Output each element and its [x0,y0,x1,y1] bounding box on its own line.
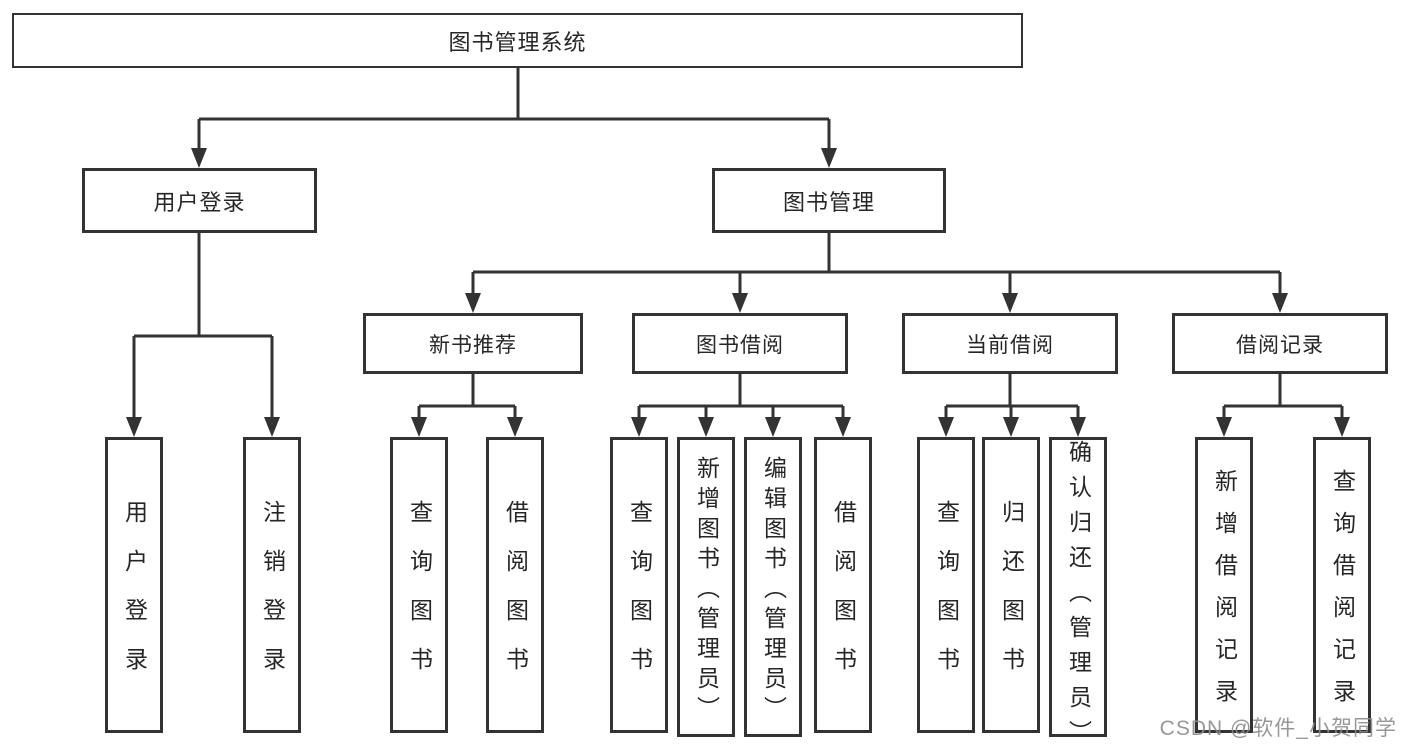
leaf-query-books-recommend: 查询图书 [390,437,448,733]
leaf-logout-label: 注销登录 [259,500,286,696]
node-book-management: 图书管理 [712,168,946,233]
node-borrow-records-label: 借阅记录 [1236,333,1324,357]
leaf-add-borrow-record: 新增借阅记录 [1195,437,1253,733]
leaf-confirm-return-admin-label: 确认归还（管理员） [1065,440,1092,747]
node-user-login: 用户登录 [82,168,317,233]
leaf-query-books-current: 查询图书 [917,437,975,733]
node-current-borrow-label: 当前借阅 [966,333,1054,357]
leaf-query-books-current-label: 查询图书 [933,500,960,696]
leaf-edit-books-admin-label: 编辑图书（管理员） [760,455,787,726]
leaf-return-books-label: 归还图书 [998,500,1025,696]
node-root: 图书管理系统 [12,13,1023,68]
node-root-label: 图书管理系统 [448,29,587,55]
leaf-query-books-recommend-label: 查询图书 [406,500,433,696]
node-book-borrow: 图书借阅 [632,313,848,374]
leaf-return-books: 归还图书 [982,437,1040,733]
leaf-borrow-books-recommend-label: 借阅图书 [502,500,529,696]
node-new-book-recommend: 新书推荐 [363,313,583,374]
node-book-management-label: 图书管理 [782,189,875,215]
watermark: CSDN @软件_小贺同学 [1159,717,1397,740]
node-current-borrow: 当前借阅 [902,313,1118,374]
leaf-logout: 注销登录 [243,437,301,733]
node-book-borrow-label: 图书借阅 [696,333,784,357]
leaf-confirm-return-admin: 确认归还（管理员） [1049,437,1107,747]
leaf-user-login-label: 用户登录 [121,500,148,696]
leaf-query-borrow-record-label: 查询借阅记录 [1329,468,1356,721]
leaf-query-books-borrow: 查询图书 [610,437,668,733]
leaf-borrow-books-label: 借阅图书 [830,500,857,696]
node-borrow-records: 借阅记录 [1172,313,1388,374]
leaf-add-books-admin-label: 新增图书（管理员） [693,455,720,726]
leaf-add-books-admin: 新增图书（管理员） [677,437,735,737]
leaf-edit-books-admin: 编辑图书（管理员） [744,437,802,737]
leaf-query-books-borrow-label: 查询图书 [626,500,653,696]
leaf-borrow-books-recommend: 借阅图书 [486,437,544,733]
leaf-user-login: 用户登录 [105,437,163,733]
leaf-add-borrow-record-label: 新增借阅记录 [1211,468,1238,721]
leaf-query-borrow-record: 查询借阅记录 [1313,437,1371,733]
leaf-borrow-books: 借阅图书 [814,437,872,733]
node-user-login-label: 用户登录 [153,189,246,215]
node-new-book-recommend-label: 新书推荐 [429,333,517,357]
